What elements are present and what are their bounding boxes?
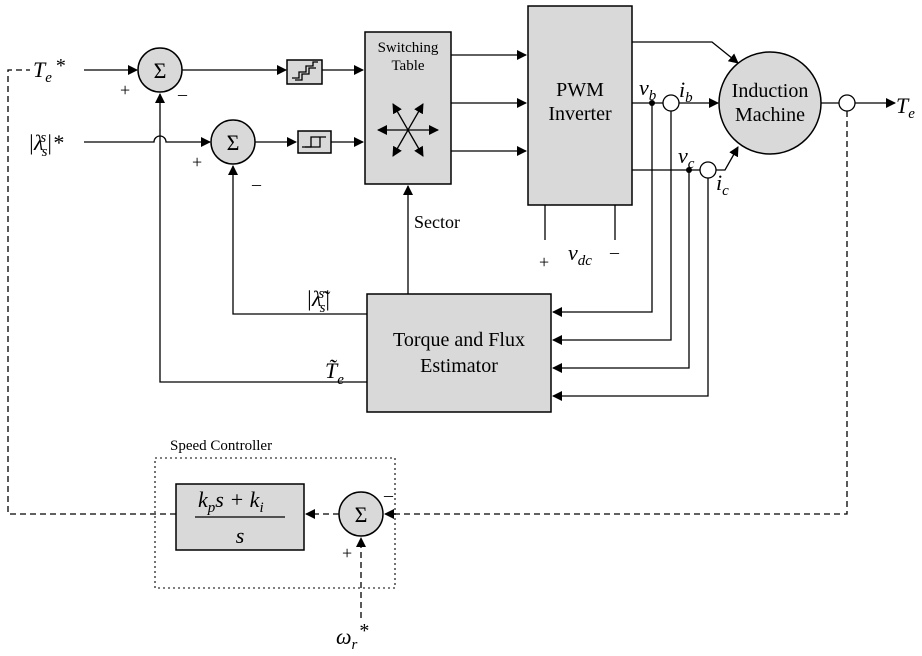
ib-sensor [662,94,680,112]
torque-ref-label: Te* [33,55,66,86]
sum3-minus: – [383,485,394,505]
ic-sensor [699,161,717,179]
speed-summing-junction: Σ [338,491,384,537]
switching-table-label-1: Switching [378,40,439,56]
flux-est-label: |λ̃ss| [306,286,331,316]
sum-symbol: Σ [355,502,368,527]
signal-wires [84,41,896,401]
sector-label: Sector [414,212,460,232]
sum1-plus: + [120,80,130,100]
vc-label: vc [678,143,695,172]
vdc-label: vdc [568,240,592,269]
speed-controller-boundary [154,457,396,589]
torque-hysteresis-block [286,59,323,85]
omega-ref-label: ωr* [336,620,369,653]
switching-vectors-icon [377,103,439,157]
sum-symbol: Σ [154,58,167,83]
sum2-plus: + [192,152,202,172]
sum2-minus: – [251,174,262,194]
torque-sensor [838,94,856,112]
induction-machine-label-2: Machine [735,104,805,126]
estimator-label-1: Torque and Flux [393,329,525,351]
pi-denominator: s [236,523,245,548]
sum1-minus: – [177,84,188,104]
speed-loop-wires [7,69,848,618]
sum3-plus: + [342,543,352,563]
estimator-label-2: Estimator [420,355,498,377]
ic-label: ic [716,170,729,199]
torque-est-label: T̃e [325,358,344,388]
pwm-inverter-label-1: PWM [556,79,604,101]
vdc-plus: + [539,252,549,272]
induction-machine-block: Induction Machine [718,51,822,155]
ib-label: ib [679,77,693,106]
pwm-inverter-label-2: Inverter [548,103,612,125]
vb-label: vb [639,75,657,104]
pi-ki-sub: i [259,500,263,516]
flux-ref-label: |λss|* [28,130,63,160]
pi-kp-sub: p [207,500,216,516]
pwm-inverter-block: PWM Inverter [527,5,633,206]
switching-table-block: Switching Table [364,31,452,185]
induction-machine-label-1: Induction [732,80,809,102]
vdc-minus: – [609,242,620,262]
flux-summing-junction: Σ [210,119,256,165]
torque-out-label: Te [896,93,915,122]
pi-kp: k [198,487,209,512]
switching-table-label-2: Table [391,58,424,74]
speed-controller-title: Speed Controller [170,438,272,454]
svg-text:kps + ki: kps + ki [198,487,264,516]
sum-symbol: Σ [227,130,240,155]
flux-hysteresis-block [297,130,332,154]
torque-summing-junction: Σ [137,47,183,93]
torque-flux-estimator-block: Torque and Flux Estimator [366,293,552,413]
pi-controller-block: kps + ki s [175,483,305,551]
pi-mid: s + k [215,487,260,512]
